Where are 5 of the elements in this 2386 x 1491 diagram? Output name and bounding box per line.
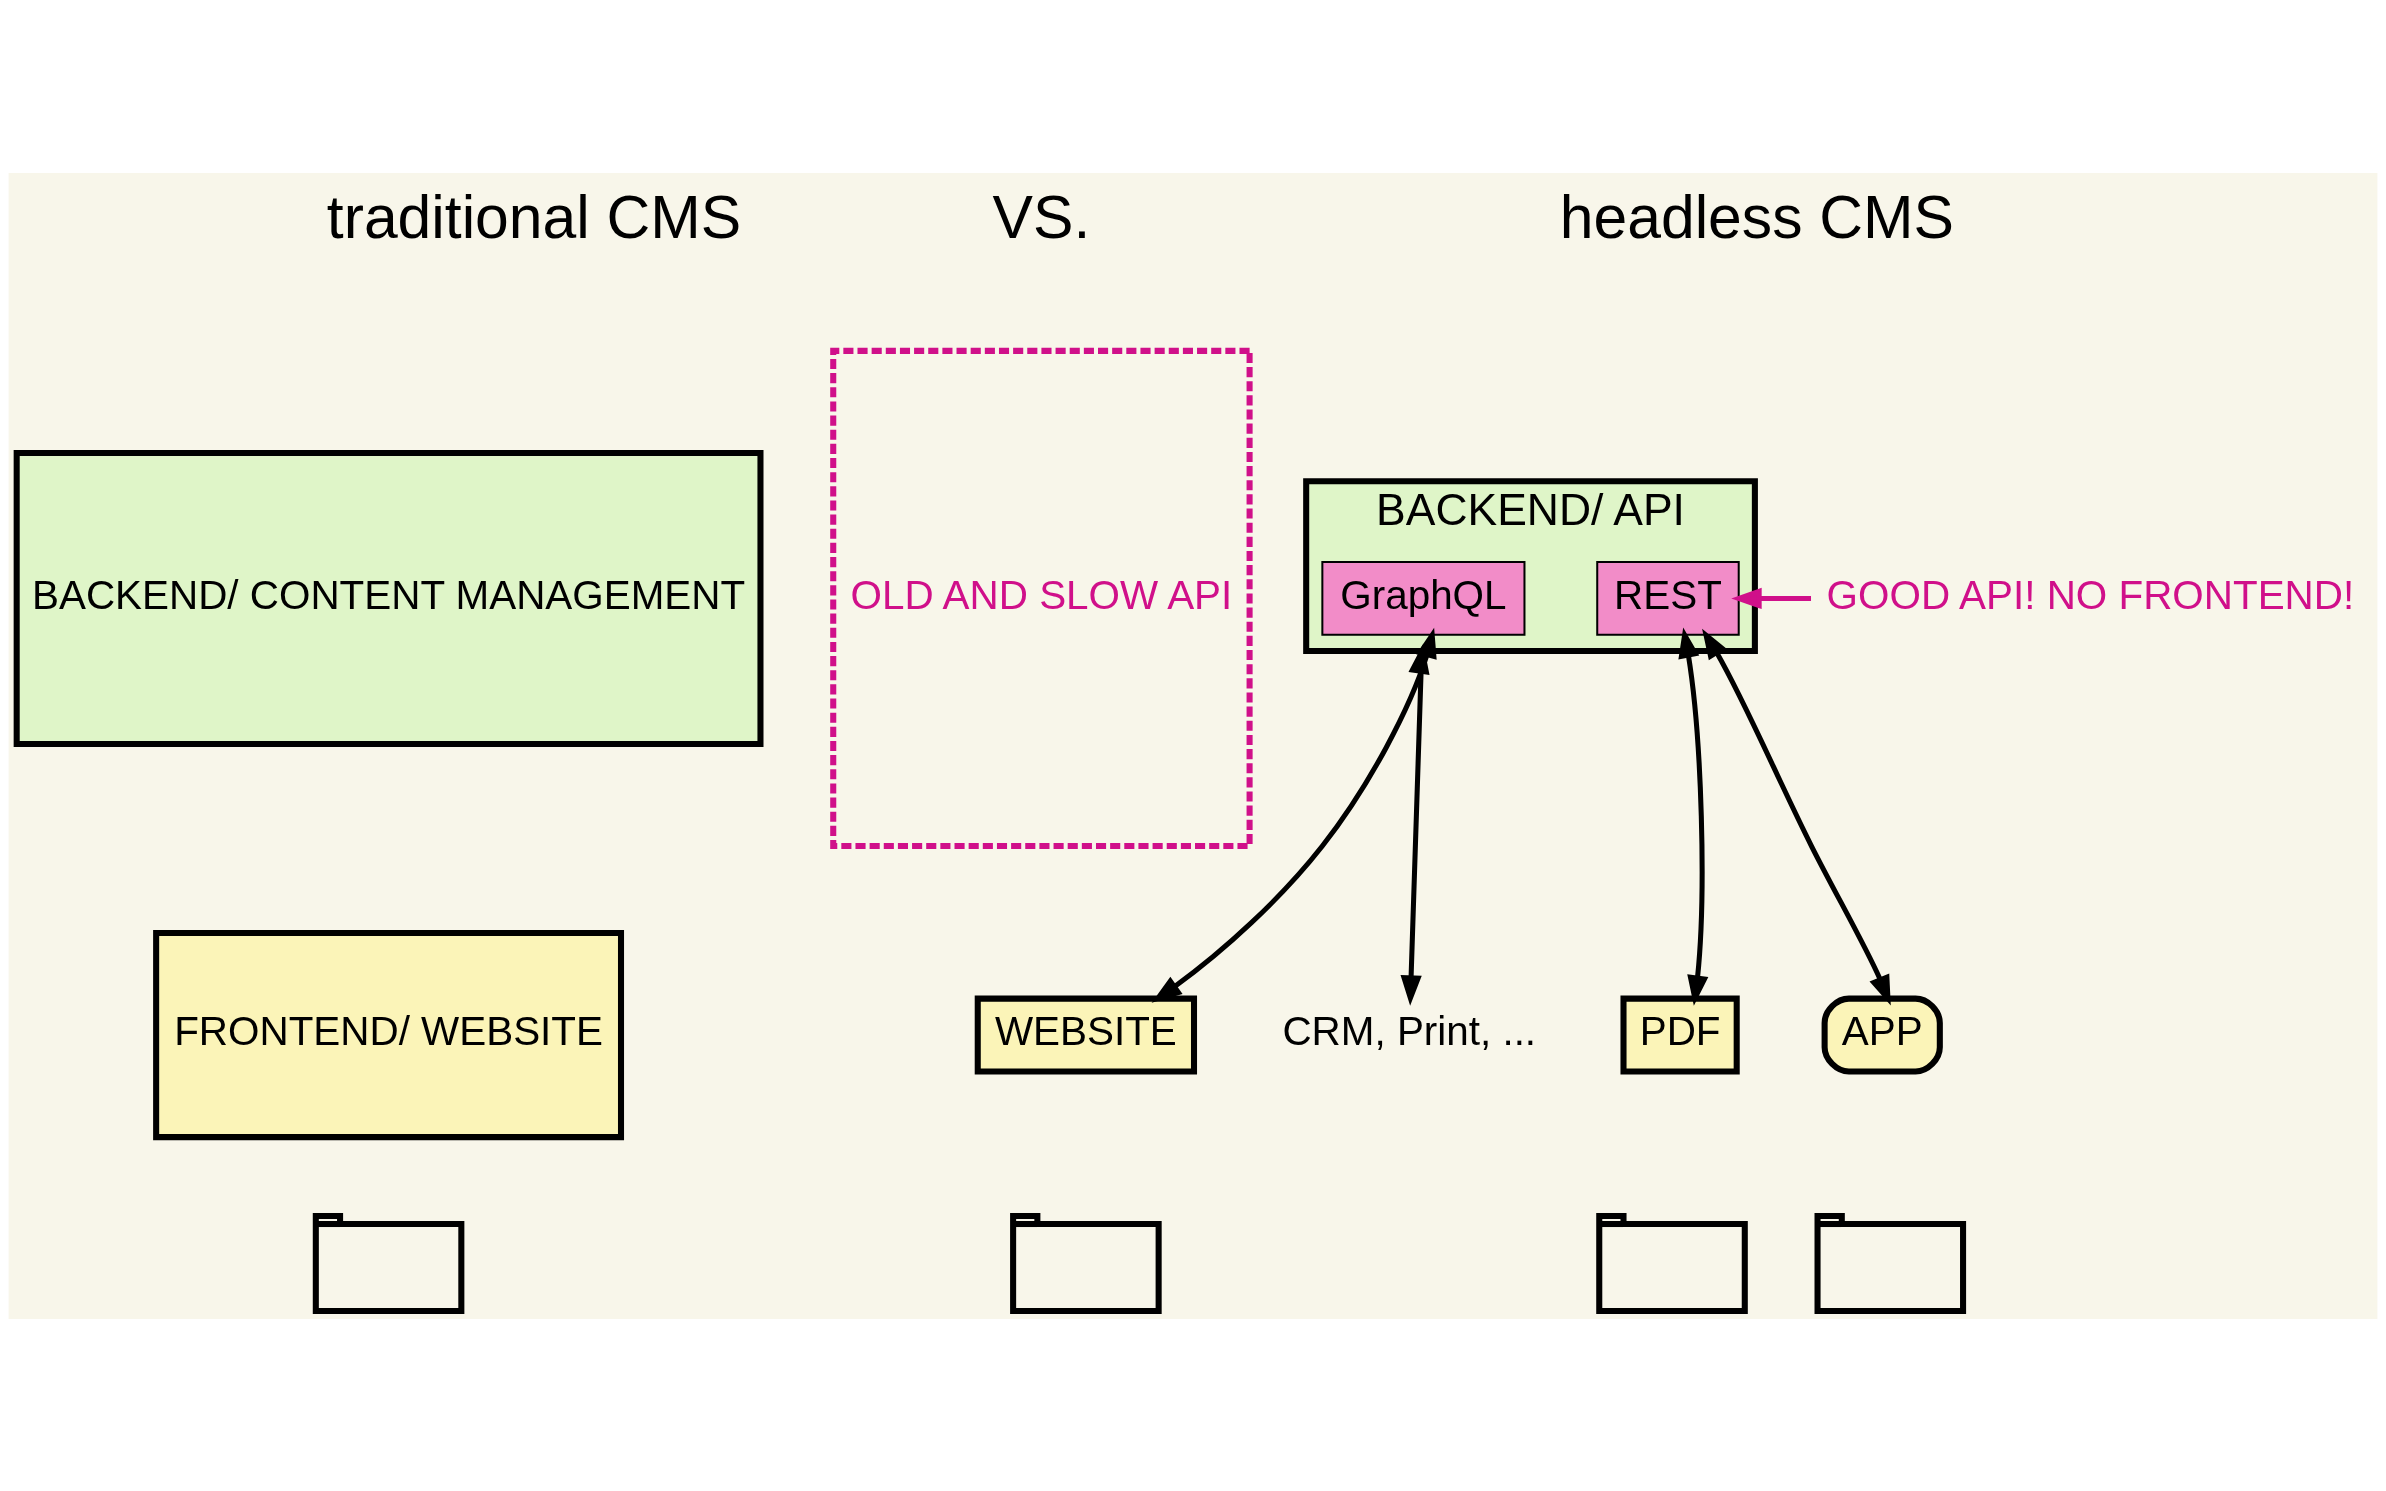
label: headless CMS [1559,182,1955,251]
node-text: GOOD API! NO FRONTEND! [1826,571,2355,618]
label: traditional CMS [326,182,742,251]
label: VS. [992,182,1091,251]
node-text: CRM, Print, ... [1282,1007,1537,1054]
